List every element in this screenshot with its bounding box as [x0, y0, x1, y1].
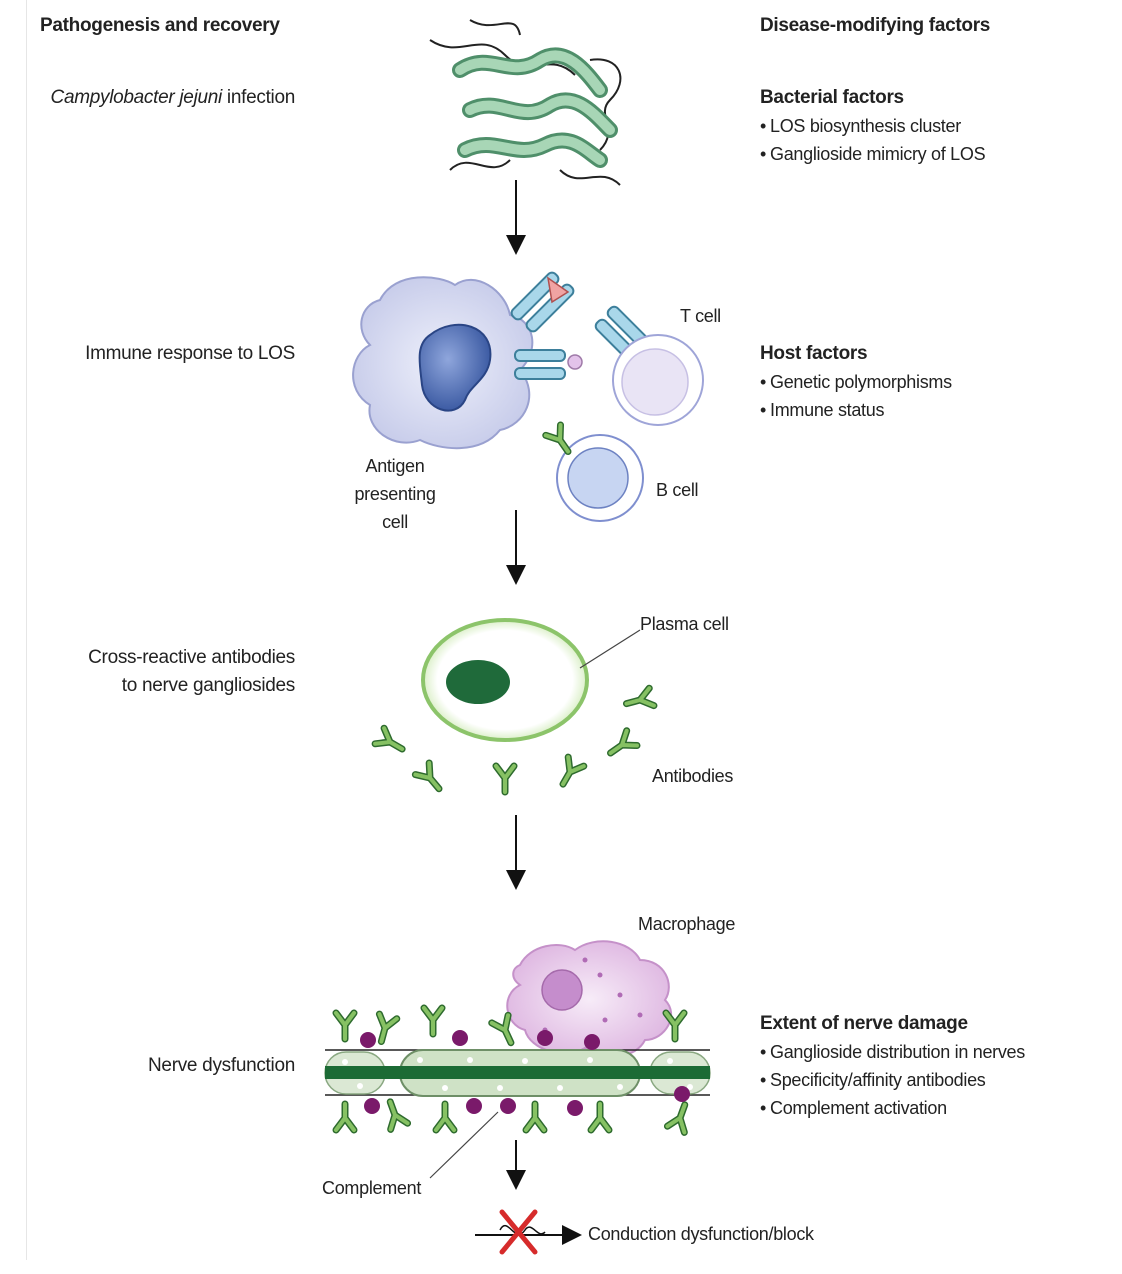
apc-label-line1: Antigen	[365, 456, 425, 476]
host-factors-title: Host factors	[760, 343, 868, 364]
right-column-heading: Disease-modifying factors	[760, 15, 991, 36]
macrophage-label: Macrophage	[638, 914, 736, 934]
step-nerve-dysfunction-label: Nerve dysfunction	[148, 1055, 295, 1076]
nerve-damage-item: Complement activation	[760, 1094, 1100, 1122]
host-factors-block: Host factors Genetic polymorphisms Immun…	[760, 340, 1100, 424]
macrophage-icon	[506, 940, 672, 1059]
conduction-block-icon	[475, 1209, 582, 1255]
antigen-presenting-cell-label: Antigen presenting cell	[340, 452, 450, 536]
conduction-block-label: Conduction dysfunction/block	[588, 1224, 814, 1244]
nerve-damage-block: Extent of nerve damage Ganglioside distr…	[760, 1010, 1100, 1122]
antibodies-label: Antibodies	[652, 766, 734, 786]
apc-label-line2: presenting	[354, 484, 436, 504]
step-infection-label: Campylobacter jejuni infection	[15, 84, 296, 112]
infection-word: infection	[221, 87, 295, 108]
b-cell-label: B cell	[656, 480, 699, 500]
t-cell-label: T cell	[680, 306, 721, 326]
bacterial-factor-item: Ganglioside mimicry of LOS	[760, 140, 1100, 168]
step-cross-reactive-label: Cross-reactive antibodies to nerve gangl…	[15, 644, 295, 700]
plasma-cell-icon	[421, 618, 641, 742]
b-cell-icon	[546, 425, 644, 522]
nerve-damage-title: Extent of nerve damage	[760, 1013, 968, 1034]
apc-label-line3: cell	[382, 512, 408, 532]
antigen-presenting-cell-icon	[352, 276, 534, 450]
complement-pointer	[429, 1111, 499, 1179]
step-immune-response-label: Immune response to LOS	[85, 343, 295, 364]
host-factor-item: Genetic polymorphisms	[760, 368, 1100, 396]
nerve-damage-item: Specificity/affinity antibodies	[760, 1066, 1100, 1094]
page-border	[26, 0, 27, 1260]
t-cell-icon	[612, 334, 704, 426]
host-factor-item: Immune status	[760, 396, 1100, 424]
cross-reactive-line1: Cross-reactive antibodies	[88, 647, 295, 668]
plasma-cell-label: Plasma cell	[640, 614, 729, 634]
cross-reactive-line2: to nerve gangliosides	[121, 675, 296, 696]
left-column-heading: Pathogenesis and recovery	[40, 15, 280, 36]
complement-proteins	[360, 1030, 690, 1116]
bacterial-factors-title: Bacterial factors	[760, 87, 904, 108]
nerve-damage-item: Ganglioside distribution in nerves	[760, 1038, 1100, 1066]
bacterial-factors-block: Bacterial factors LOS biosynthesis clust…	[760, 84, 1100, 168]
complement-label: Complement	[322, 1178, 422, 1198]
campylobacter-bacteria-icon	[429, 19, 622, 186]
bacterium-name: Campylobacter jejuni	[50, 87, 223, 108]
nerve-fiber-icon	[324, 1049, 711, 1097]
bacterial-factor-item: LOS biosynthesis cluster	[760, 112, 1100, 140]
receptor-complex-icon	[510, 271, 652, 380]
